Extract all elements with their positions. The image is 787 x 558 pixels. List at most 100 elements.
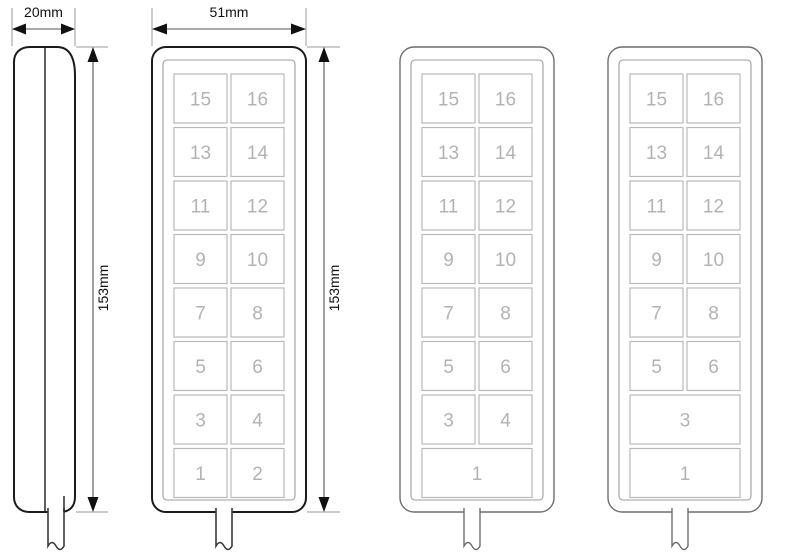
key-button-label: 9	[195, 250, 206, 271]
key-button[interactable]	[686, 180, 741, 231]
key-button-label: 5	[651, 357, 662, 378]
key-button[interactable]	[421, 447, 533, 499]
panel-inner-frame	[162, 59, 296, 501]
key-button-label: 14	[247, 143, 269, 164]
key-button[interactable]	[478, 394, 533, 445]
arrow-up-icon	[318, 47, 330, 62]
key-button[interactable]	[230, 287, 285, 338]
key-button[interactable]	[173, 73, 228, 124]
key-button-label: 9	[651, 250, 662, 271]
key-button-label: 16	[703, 90, 724, 111]
key-button[interactable]	[173, 126, 228, 178]
key-button-label: 9	[443, 250, 454, 271]
key-button-label: 16	[247, 90, 268, 111]
key-button[interactable]	[478, 73, 533, 124]
key-button-label: 10	[247, 250, 268, 271]
key-button-label: 15	[190, 90, 211, 111]
key-button-label: 15	[438, 90, 459, 111]
key-button[interactable]	[629, 287, 684, 338]
key-button-label: 5	[443, 357, 454, 378]
key-button-label: 6	[252, 357, 263, 378]
key-button-label: 8	[708, 304, 719, 325]
key-button[interactable]	[478, 287, 533, 338]
key-button-label: 10	[495, 250, 516, 271]
key-button[interactable]	[230, 73, 285, 124]
key-button[interactable]	[173, 340, 228, 392]
key-button[interactable]	[173, 233, 228, 285]
key-button[interactable]	[686, 340, 741, 392]
side-profile-view	[13, 46, 76, 551]
key-button[interactable]	[230, 394, 285, 445]
key-button-label: 13	[646, 143, 667, 164]
key-button[interactable]	[173, 180, 228, 231]
key-button-label: 7	[195, 304, 206, 325]
key-button[interactable]	[629, 180, 684, 231]
key-button-label: 7	[443, 304, 454, 325]
cable-stem	[671, 508, 689, 551]
key-button[interactable]	[478, 340, 533, 392]
key-button[interactable]	[478, 233, 533, 285]
key-button[interactable]	[686, 73, 741, 124]
panel-inner-frame	[410, 59, 544, 501]
key-button[interactable]	[421, 233, 476, 285]
key-button[interactable]	[629, 126, 684, 178]
key-button[interactable]	[629, 394, 741, 445]
dimension-153mm-front-label: 153mm	[326, 265, 342, 312]
key-button[interactable]	[478, 126, 533, 178]
key-button[interactable]	[421, 73, 476, 124]
key-button[interactable]	[421, 394, 476, 445]
key-button-label: 7	[651, 304, 662, 325]
key-button[interactable]	[173, 287, 228, 338]
key-button[interactable]	[421, 287, 476, 338]
key-button[interactable]	[686, 287, 741, 338]
key-button-label: 3	[195, 411, 206, 432]
key-button[interactable]	[421, 340, 476, 392]
key-button[interactable]	[421, 126, 476, 178]
key-button-label: 11	[439, 197, 459, 218]
key-button-label: 14	[703, 143, 725, 164]
key-button-label: 6	[708, 357, 719, 378]
dimension-153mm-front: 153mm	[307, 46, 342, 513]
cable-stem	[463, 508, 481, 551]
key-button[interactable]	[629, 233, 684, 285]
key-button-label: 11	[191, 197, 211, 218]
arrow-right-icon	[61, 23, 75, 35]
key-button[interactable]	[629, 340, 684, 392]
key-button-label: 8	[252, 304, 263, 325]
key-button-label: 15	[646, 90, 667, 111]
key-button[interactable]	[173, 447, 228, 499]
key-button[interactable]	[686, 126, 741, 178]
arrow-down-icon	[87, 497, 99, 512]
key-button[interactable]	[230, 180, 285, 231]
key-button-label: 16	[495, 90, 516, 111]
key-button[interactable]	[421, 180, 476, 231]
arrow-left-icon	[152, 23, 167, 35]
key-button[interactable]	[230, 340, 285, 392]
key-button[interactable]	[173, 394, 228, 445]
key-button[interactable]	[629, 447, 741, 499]
key-button-label: 10	[703, 250, 724, 271]
key-button[interactable]	[478, 180, 533, 231]
key-button-label: 4	[500, 411, 511, 432]
key-button-label: 4	[252, 411, 263, 432]
key-button-label: 11	[647, 197, 667, 218]
key-button-label: 12	[703, 197, 724, 218]
dimension-20mm-label: 20mm	[24, 4, 63, 20]
key-button[interactable]	[230, 233, 285, 285]
arrow-down-icon	[318, 497, 330, 512]
key-button[interactable]	[629, 73, 684, 124]
key-button-label: 6	[500, 357, 511, 378]
key-button[interactable]	[230, 447, 285, 499]
key-button-label: 3	[680, 411, 691, 432]
key-button[interactable]	[230, 126, 285, 178]
key-button-label: 1	[472, 464, 483, 485]
key-button[interactable]	[686, 233, 741, 285]
key-button-label: 13	[438, 143, 459, 164]
key-button-label: 12	[247, 197, 268, 218]
